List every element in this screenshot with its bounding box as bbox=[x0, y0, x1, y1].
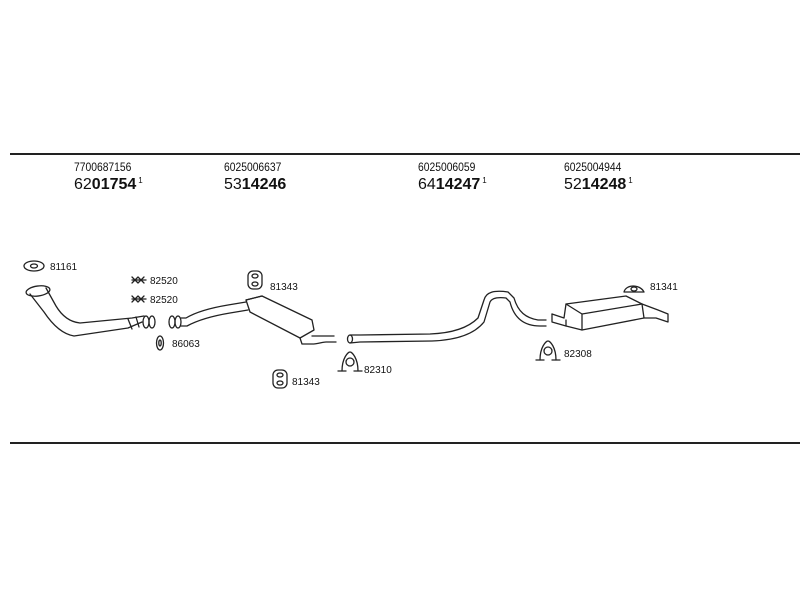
oem-number: 7700687156 bbox=[74, 160, 132, 174]
bottom-rule bbox=[10, 442, 800, 444]
label-82520: 82520 bbox=[150, 295, 178, 306]
clamp-icon[interactable] bbox=[131, 295, 147, 303]
front-muffler[interactable] bbox=[245, 295, 337, 345]
label-82520: 82520 bbox=[150, 276, 178, 287]
intermediate-pipe[interactable] bbox=[168, 301, 249, 329]
u-clamp-icon[interactable] bbox=[337, 351, 363, 372]
hanger-icon[interactable] bbox=[272, 369, 288, 389]
label-86063: 86063 bbox=[172, 339, 200, 350]
front-pipe[interactable] bbox=[25, 284, 156, 337]
oem-number: 6025004944 bbox=[564, 160, 622, 174]
clamp-icon[interactable] bbox=[131, 276, 147, 284]
part-number: 5314246 bbox=[224, 176, 287, 193]
label-82308: 82308 bbox=[564, 349, 592, 360]
top-rule bbox=[10, 153, 800, 155]
oem-number: 6025006637 bbox=[224, 160, 282, 174]
hanger-icon[interactable] bbox=[247, 270, 263, 290]
label-81161: 81161 bbox=[50, 262, 78, 273]
oem-number: 6025006059 bbox=[418, 160, 476, 174]
ring-icon[interactable] bbox=[155, 335, 165, 351]
gasket-icon[interactable] bbox=[23, 260, 45, 272]
label-82310: 82310 bbox=[364, 365, 392, 376]
label-81341: 81341 bbox=[650, 282, 678, 293]
hanger-icon[interactable] bbox=[623, 285, 645, 293]
u-clamp-icon[interactable] bbox=[535, 340, 561, 361]
label-81343: 81343 bbox=[270, 282, 298, 293]
rear-muffler[interactable] bbox=[551, 295, 669, 331]
label-81343: 81343 bbox=[292, 377, 320, 388]
part-group-2[interactable]: 6025006637 5314246 bbox=[224, 160, 291, 194]
middle-pipe[interactable] bbox=[346, 290, 547, 344]
